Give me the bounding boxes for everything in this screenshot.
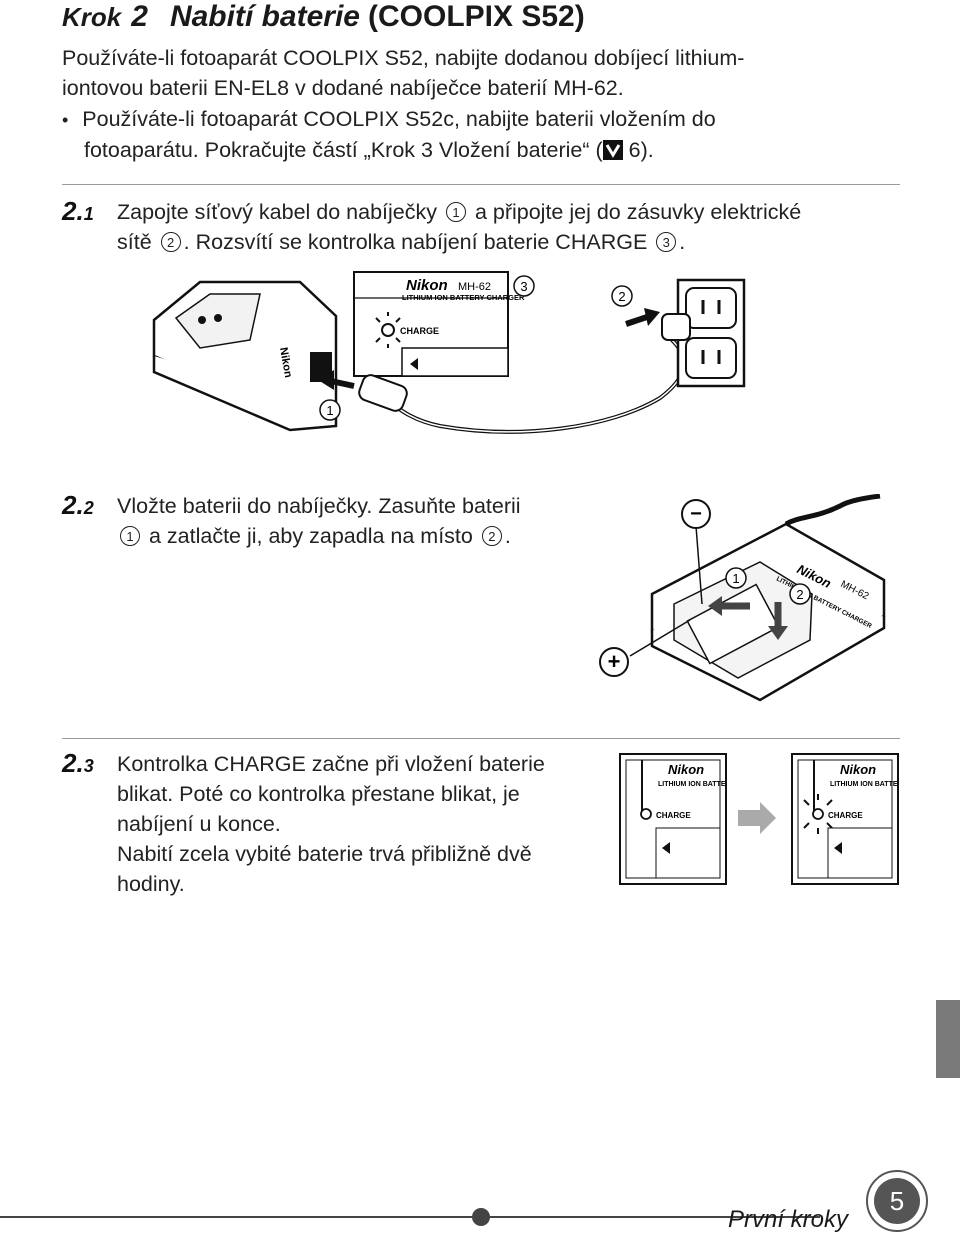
intro-line-2: iontovou baterii EN-EL8 v dodané nabíječ… xyxy=(62,76,624,100)
step-2-3-line-1: Kontrolka CHARGE začne při vložení bater… xyxy=(117,752,545,776)
divider xyxy=(62,184,900,185)
callout-charge-label: CHARGE xyxy=(400,326,439,336)
page-title: Nabití baterie xyxy=(169,0,360,33)
step-2-3-line-5: hodiny. xyxy=(117,872,185,896)
step-word: Krok xyxy=(62,2,122,32)
footer-section-label: První kroky xyxy=(728,1206,849,1233)
divider xyxy=(62,738,900,739)
minus-terminal-symbol: − xyxy=(690,503,702,525)
figure2-marker-1 xyxy=(725,567,747,589)
marker-2: 2 xyxy=(160,232,181,252)
marker-1: 1 xyxy=(445,202,466,222)
arrow-right-icon xyxy=(738,802,776,834)
step-2-2-number: 2.2 xyxy=(62,490,94,521)
step-main-number: 2. xyxy=(62,748,84,778)
callout-model: MH-62 xyxy=(458,281,491,293)
plus-terminal-icon xyxy=(599,647,629,677)
step-text: . Rozsvítí se kontrolka nabíjení baterie… xyxy=(183,230,654,254)
step-text: Zapojte síťový kabel do nabíječky xyxy=(117,200,443,224)
page-title-model: (COOLPIX S52) xyxy=(368,0,585,33)
step-text: . xyxy=(679,230,686,254)
bullet-item: • Používáte-li fotoaparát COOLPIX S52c, … xyxy=(62,104,716,135)
bullet-line-2-text: fotoaparátu. Pokračujte částí „Krok 3 Vl… xyxy=(84,138,603,162)
panel-right-brand: Nikon xyxy=(840,762,876,777)
step-sub-number: 3 xyxy=(83,756,94,776)
bullet-line-1: Používáte-li fotoaparát COOLPIX S52c, na… xyxy=(82,107,716,131)
minus-terminal-icon xyxy=(681,499,711,529)
section-tab xyxy=(936,1000,960,1078)
step-2-3-number: 2.3 xyxy=(62,748,94,779)
step-text: . xyxy=(504,524,511,548)
step-text: a zatlačte ji, aby zapadla na místo xyxy=(143,524,479,548)
step-sub-number: 1 xyxy=(83,204,94,224)
footer-dot xyxy=(472,1208,490,1226)
step-number: 2 xyxy=(131,0,148,33)
figure-marker-1-text: 1 xyxy=(326,403,333,418)
step-2-1-line-2: sítě 2. Rozsvítí se kontrolka nabíjení b… xyxy=(117,227,685,257)
bullet-dot: • xyxy=(62,110,69,130)
bullet-line-2: fotoaparátu. Pokračujte částí „Krok 3 Vl… xyxy=(84,135,654,165)
battery-insertion-illustration: Nikon MH-62 LITHIUM ION BATTERY CHARGER … xyxy=(599,494,886,702)
callout-subtitle: LITHIUM ION BATTERY CHARGER xyxy=(402,293,525,302)
step-2-3-line-2: blikat. Poté co kontrolka přestane blika… xyxy=(117,782,520,806)
step-text: sítě xyxy=(117,230,158,254)
step-main-number: 2. xyxy=(62,490,84,520)
camera-reference-icon xyxy=(602,140,623,160)
figure-marker-3-text: 3 xyxy=(520,279,527,294)
figure2-marker-2 xyxy=(789,583,811,605)
step-2-1-number: 2.1 xyxy=(62,196,94,227)
figure2-marker-1-text: 1 xyxy=(732,571,739,586)
intro-line-1: Používáte-li fotoaparát COOLPIX S52, nab… xyxy=(62,46,745,70)
page-header: Krok 2 Nabití baterie (COOLPIX S52) xyxy=(62,0,585,36)
figure2-marker-2-text: 2 xyxy=(796,587,803,602)
figure-marker-3 xyxy=(513,275,535,297)
page-number: 5 xyxy=(874,1178,920,1224)
figure-marker-2-text: 2 xyxy=(618,289,625,304)
plug-icon xyxy=(358,374,408,412)
callout-brand: Nikon xyxy=(406,277,448,294)
marker-3: 3 xyxy=(656,232,677,252)
charge-indicator-illustration: Nikon LITHIUM ION BATTE CHARGE Nikon LIT… xyxy=(619,753,899,885)
step-2-3-line-3: nabíjení u konce. xyxy=(117,812,281,836)
step-2-2-line-1: Vložte baterii do nabíječky. Zasuňte bat… xyxy=(117,494,521,518)
step-text: a připojte jej do zásuvky elektrické xyxy=(468,200,802,224)
step-sub-number: 2 xyxy=(83,498,94,518)
panel-left-brand: Nikon xyxy=(668,762,704,777)
panel-right-charge: CHARGE xyxy=(828,811,863,820)
step-2-3-line-4: Nabití zcela vybité baterie trvá přibliž… xyxy=(117,842,532,866)
panel-left-subtitle: LITHIUM ION BATTE xyxy=(658,781,726,788)
bullet-line-2-page: 6). xyxy=(622,138,654,162)
marker-2: 2 xyxy=(481,526,502,546)
page-number-badge: 5 xyxy=(866,1170,928,1232)
figure-marker-2 xyxy=(611,285,633,307)
panel-left-charge: CHARGE xyxy=(656,811,691,820)
marker-1: 1 xyxy=(120,526,140,546)
panel-right-subtitle: LITHIUM ION BATTE xyxy=(830,781,898,788)
plus-terminal-symbol: + xyxy=(608,649,621,674)
figure-marker-1 xyxy=(319,399,341,421)
charger-brand-label: Nikon xyxy=(277,346,294,378)
step-main-number: 2. xyxy=(62,196,84,226)
step-2-2-line-2: 1 a zatlačte ji, aby zapadla na místo 2. xyxy=(117,521,511,551)
step-2-1-line-1: Zapojte síťový kabel do nabíječky 1 a př… xyxy=(117,197,801,227)
charger-outlet-illustration: Nikon Nikon MH-62 LITHIUM ION BATTERY CH… xyxy=(152,271,746,434)
footer-rule xyxy=(0,1216,820,1218)
